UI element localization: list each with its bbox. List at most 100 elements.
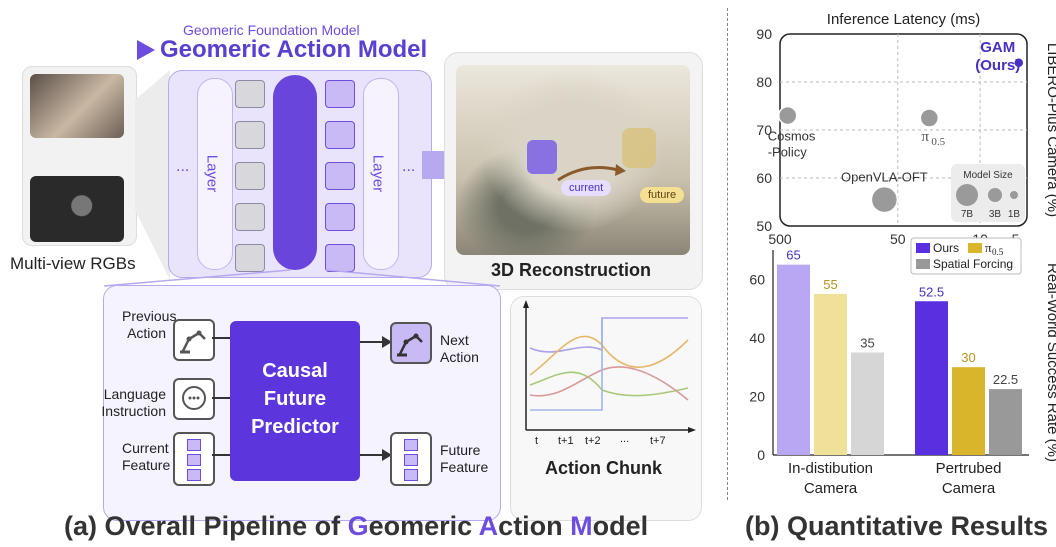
- size-legend-label: 3B: [989, 209, 1002, 220]
- ellipsis-right: ...: [402, 158, 416, 175]
- chart-title: Inference Latency (ms): [827, 11, 980, 28]
- output-line: Feature: [440, 459, 489, 475]
- bar-value-label: 55: [823, 277, 837, 292]
- causal-layer-block: [273, 75, 317, 270]
- category-label: Pertrubed: [936, 460, 1002, 477]
- y-axis-label: LIBERO-Plus Camera (%): [1044, 43, 1056, 217]
- current-tag: current: [561, 180, 612, 196]
- caption-part: odel: [592, 511, 649, 541]
- reconstruction-label: 3D Reconstruction: [491, 260, 652, 280]
- point-label: π: [921, 129, 929, 145]
- size-legend-title: Model Size: [963, 170, 1013, 181]
- token: [235, 203, 265, 231]
- token: [325, 121, 355, 149]
- results-charts: 506070809050050105Inference Latency (ms)…: [749, 11, 1056, 497]
- output-label-future-feature: Future Feature: [440, 442, 488, 476]
- token: [235, 80, 265, 108]
- predictor-connector: [103, 269, 501, 287]
- predictor-line: Predictor: [251, 416, 339, 438]
- scatter-point: [919, 108, 940, 128]
- output-line: Next: [440, 332, 469, 348]
- caption-part: (a) Overall Pipeline of: [64, 511, 348, 541]
- y-tick-label: 70: [756, 122, 772, 138]
- scatter-point: [777, 105, 798, 126]
- ellipsis-left: ...: [176, 158, 190, 175]
- action-tick: t+1: [558, 435, 574, 447]
- input-line: Language: [103, 386, 166, 402]
- token-column-left: [235, 80, 265, 272]
- size-legend-marker: [1010, 191, 1018, 199]
- token-column-right: [325, 80, 355, 272]
- y-axis-label: Real-World Success Rate (%): [1044, 263, 1056, 462]
- point-label: GAM: [980, 39, 1015, 56]
- caption-part: ction: [498, 511, 571, 541]
- action-tick: t: [535, 435, 539, 447]
- input-line: Action: [127, 325, 166, 341]
- layer-block-left: [197, 78, 233, 270]
- results-caption: (b) Quantitative Results: [745, 511, 1049, 541]
- predictor-line: Future: [263, 388, 327, 410]
- token: [325, 80, 355, 108]
- feature-stack-icon: [173, 432, 215, 486]
- action-chunk-panel: [510, 296, 702, 521]
- input-line: Feature: [122, 457, 171, 473]
- token: [325, 162, 355, 190]
- pipeline-caption: (a) Overall Pipeline of Geomeric Action …: [64, 511, 648, 542]
- legend-label: π: [985, 240, 992, 255]
- output-label-next-action: Next Action: [440, 332, 479, 366]
- layer-label-right: Layer: [369, 154, 387, 193]
- size-legend-marker: [956, 184, 978, 206]
- size-legend-box: [951, 164, 1025, 222]
- bar-value-label: 52.5: [919, 284, 944, 299]
- y-tick-label: 20: [749, 388, 765, 404]
- token: [325, 244, 355, 272]
- bar-value-label: 65: [786, 248, 800, 263]
- pipeline-title: Geomeric Action Model: [160, 36, 428, 63]
- action-chunk-plot: [523, 300, 696, 433]
- bar: [851, 352, 884, 455]
- y-tick-label: 50: [756, 218, 772, 234]
- point-label: Cosmos: [768, 129, 816, 144]
- legend-swatch: [968, 243, 982, 253]
- action-tick: ...: [620, 433, 630, 445]
- bar: [777, 264, 810, 455]
- category-label: Camera: [804, 480, 858, 497]
- token: [235, 121, 265, 149]
- category-label: Camera: [942, 480, 996, 497]
- robot-arm-icon: [390, 322, 432, 364]
- title-arrow-icon: [137, 40, 155, 60]
- caption-part: A: [478, 511, 499, 541]
- feature-stack-icon: [390, 432, 432, 486]
- token: [235, 244, 265, 272]
- caption-part: G: [347, 511, 369, 541]
- rgb-image-top-view: [30, 176, 124, 242]
- future-robot-icon: [622, 128, 656, 168]
- causal-future-predictor: Causal Future Predictor: [230, 321, 360, 481]
- legend-swatch: [916, 259, 930, 269]
- point-label-sub: 0.5: [931, 136, 945, 148]
- action-chunk-title: Action Chunk: [545, 458, 662, 478]
- current-to-future-arrow: [557, 164, 626, 182]
- bar-value-label: 22.5: [993, 372, 1018, 387]
- point-label: OpenVLA-OFT: [841, 170, 928, 185]
- layer-block-right: [363, 78, 399, 270]
- input-line: Previous: [122, 308, 177, 324]
- legend-label-sub: 0.5: [992, 247, 1004, 257]
- output-arrows: [360, 336, 392, 461]
- input-label-language: Language Instruction: [96, 386, 166, 420]
- legend-box: [910, 237, 1022, 275]
- input-label-current-feature: Current Feature: [122, 440, 171, 474]
- size-legend-label: 7B: [961, 209, 974, 220]
- multiview-label: Multi-view RGBs: [10, 254, 136, 273]
- caption-part: eomeric: [368, 511, 479, 541]
- x-tick-label: 500: [768, 231, 792, 247]
- size-legend-marker: [988, 188, 1002, 202]
- input-line: Current: [122, 440, 169, 456]
- robot-arm-icon: [173, 319, 215, 361]
- current-robot-icon: [527, 140, 557, 174]
- input-label-previous-action: Previous Action: [122, 308, 177, 342]
- scatter-point: [1013, 57, 1025, 69]
- input-line: Instruction: [101, 403, 166, 419]
- input-connector: [135, 70, 170, 280]
- bar: [989, 389, 1022, 455]
